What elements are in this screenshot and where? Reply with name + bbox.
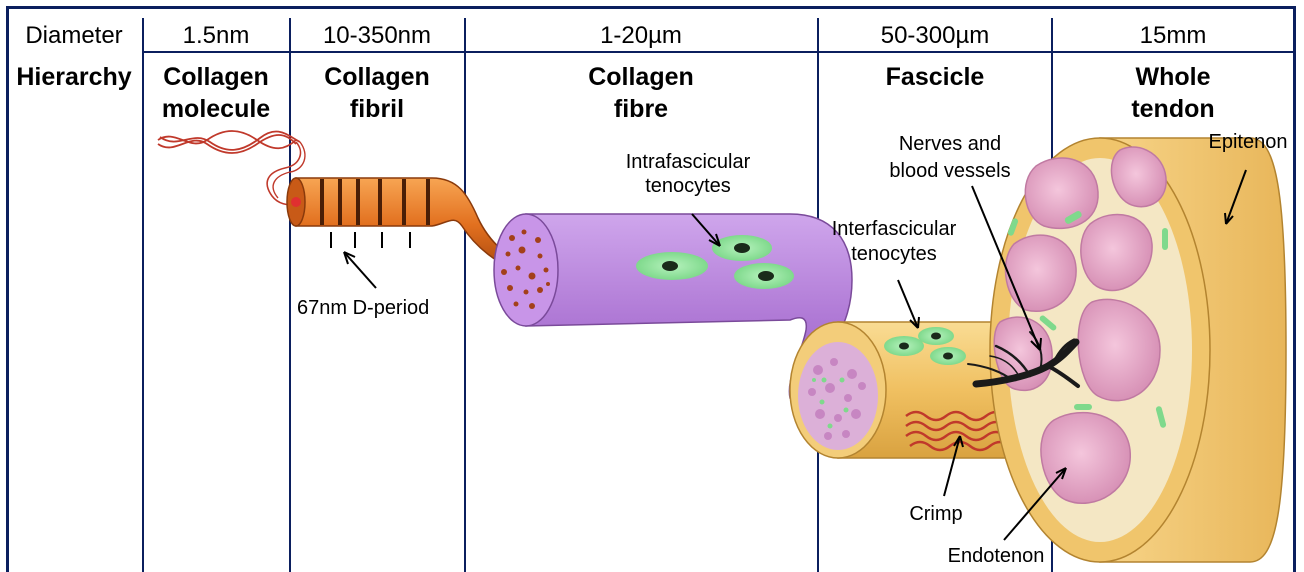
label-interfascicular-line1: Interfascicular xyxy=(832,218,957,240)
diameter-fibril: 10-350nm xyxy=(323,22,431,49)
hierarchy-fibril-line2: fibril xyxy=(350,95,404,123)
diameter-fibre: 1-20µm xyxy=(600,22,682,49)
label-nerves-line2: blood vessels xyxy=(889,160,1010,182)
hierarchy-fibril-line1: Collagen xyxy=(324,63,430,91)
label-crimp: Crimp xyxy=(909,503,962,525)
diameter-molecule: 1.5nm xyxy=(183,22,250,49)
collagen-fibril xyxy=(287,178,528,288)
label-intrafascicular-line1: Intrafascicular xyxy=(626,151,751,173)
label-interfascicular-line2: tenocytes xyxy=(851,243,937,265)
hierarchy-row-label: Hierarchy xyxy=(16,63,131,91)
diameter-tendon: 15mm xyxy=(1140,22,1207,49)
label-endotenon: Endotenon xyxy=(948,545,1045,567)
hierarchy-molecule-line1: Collagen xyxy=(163,63,269,91)
hierarchy-fibre-line2: fibre xyxy=(614,95,668,123)
hierarchy-molecule-line2: molecule xyxy=(162,95,270,123)
hierarchy-fibre-line1: Collagen xyxy=(588,63,694,91)
diameter-row-label: Diameter xyxy=(25,22,122,49)
label-d-period: 67nm D-period xyxy=(297,297,429,319)
label-epitenon: Epitenon xyxy=(1209,131,1288,153)
hierarchy-tendon-line1: Whole xyxy=(1136,63,1211,91)
label-intrafascicular-line2: tenocytes xyxy=(645,175,731,197)
label-nerves-line1: Nerves and xyxy=(899,133,1001,155)
diameter-fascicle: 50-300µm xyxy=(881,22,990,49)
hierarchy-tendon-line2: tendon xyxy=(1131,95,1214,123)
collagen-molecule-helix xyxy=(158,131,305,205)
whole-tendon xyxy=(968,138,1286,562)
hierarchy-fascicle: Fascicle xyxy=(886,63,985,91)
